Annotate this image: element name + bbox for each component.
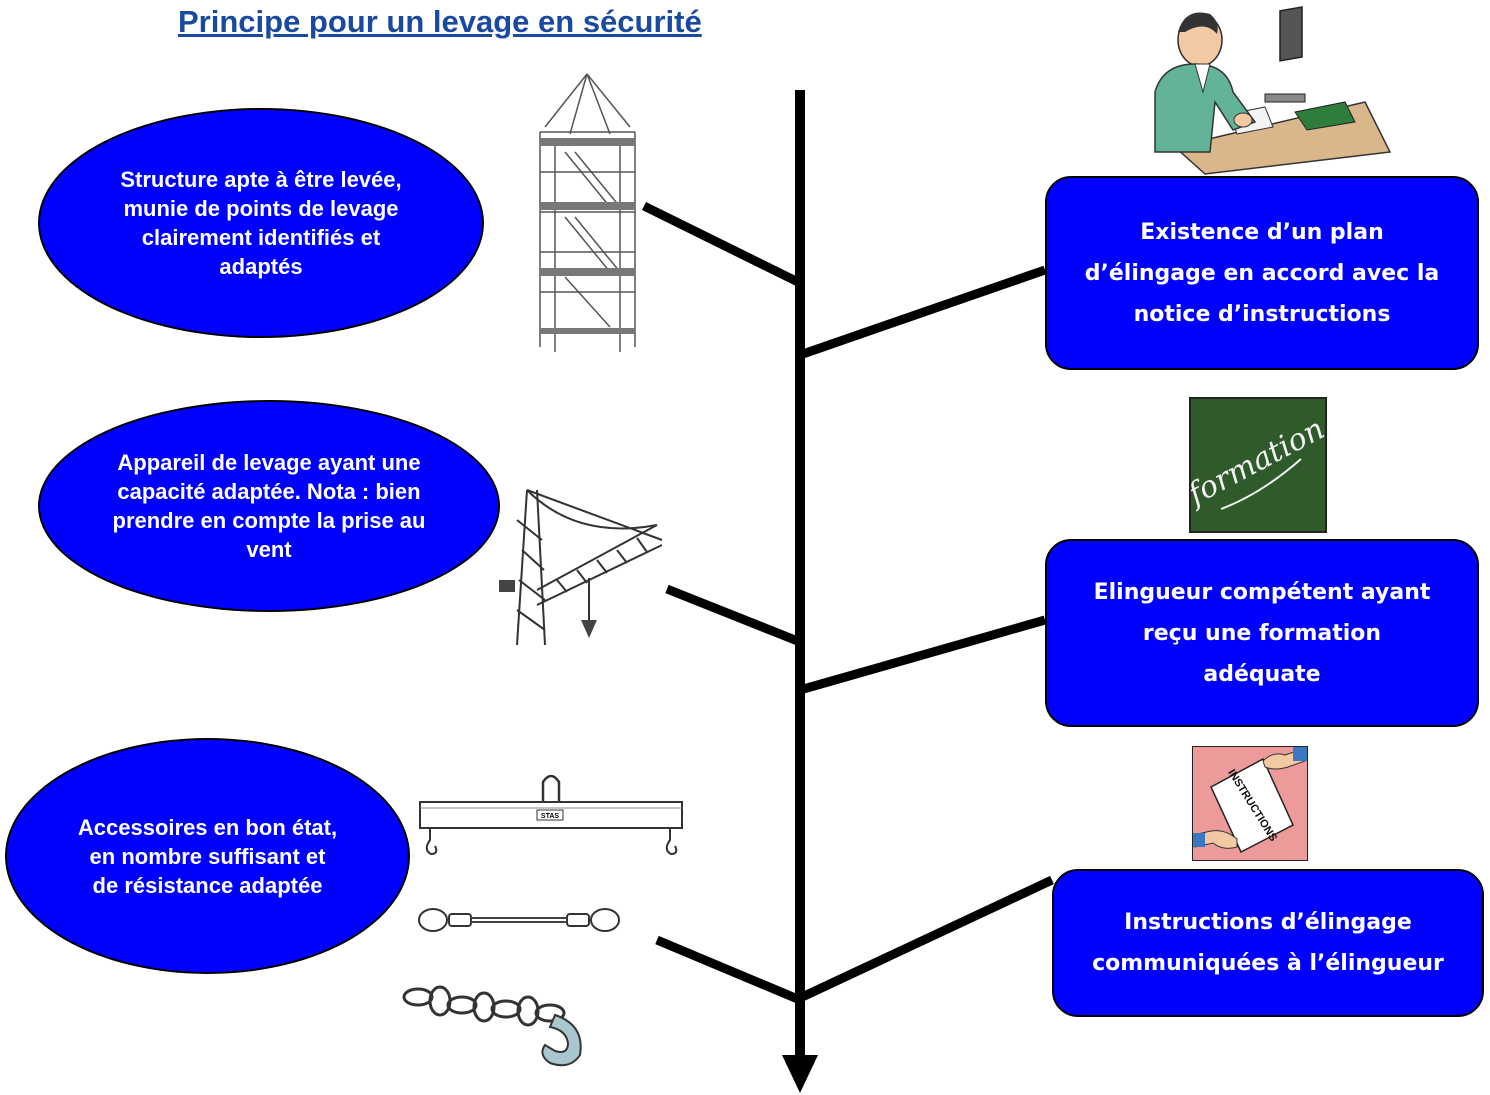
branch-left-1	[642, 201, 802, 288]
formation-label: formation	[1191, 412, 1325, 514]
factor-structure-ellipse: Structure apte à être levée, munie de po…	[38, 108, 484, 338]
chain-hook-illustration	[402, 985, 582, 1067]
diagram-title: Principe pour un levage en sécurité	[178, 4, 702, 39]
branch-left-2	[665, 584, 802, 647]
factor-rigger-text: Elingueur compétent ayant reçu une forma…	[1093, 579, 1431, 687]
factor-structure-text: Structure apte à être levée, munie de po…	[120, 167, 402, 279]
engineer-at-desk-illustration	[1154, 6, 1392, 175]
instructions-handover-illustration: INSTRUCTIONS	[1192, 746, 1308, 861]
factor-lifting-device-text: Appareil de levage ayant une capacité ad…	[112, 450, 426, 562]
branch-right-2	[798, 615, 1047, 695]
factor-plan-text: Existence d’un plan d’élingage en accord…	[1084, 219, 1440, 327]
spreader-beam-illustration: STAS	[419, 774, 683, 856]
factor-lifting-device-ellipse: Appareil de levage ayant une capacité ad…	[38, 400, 500, 612]
beam-label: STAS	[541, 813, 559, 820]
factor-accessories-ellipse: Accessoires en bon état, en nombre suffi…	[5, 738, 410, 974]
scaffold-tower-illustration	[539, 73, 636, 352]
formation-script: formation	[1191, 412, 1325, 514]
formation-chalkboard-illustration: formation	[1189, 397, 1327, 533]
branch-right-1	[798, 265, 1047, 360]
spine-arrowhead	[782, 1055, 818, 1093]
branch-right-3	[798, 875, 1054, 1003]
tower-crane-illustration	[499, 489, 663, 646]
factor-plan-box: Existence d’un plan d’élingage en accord…	[1045, 176, 1479, 370]
factor-instructions-box: Instructions d’élingage communiquées à l…	[1052, 869, 1484, 1017]
factor-rigger-box: Elingueur compétent ayant reçu une forma…	[1045, 539, 1479, 727]
branch-left-3	[655, 935, 802, 1005]
wire-rope-sling-illustration	[418, 908, 620, 932]
factor-instructions-text: Instructions d’élingage communiquées à l…	[1092, 910, 1444, 976]
factor-accessories-text: Accessoires en bon état, en nombre suffi…	[77, 814, 338, 898]
